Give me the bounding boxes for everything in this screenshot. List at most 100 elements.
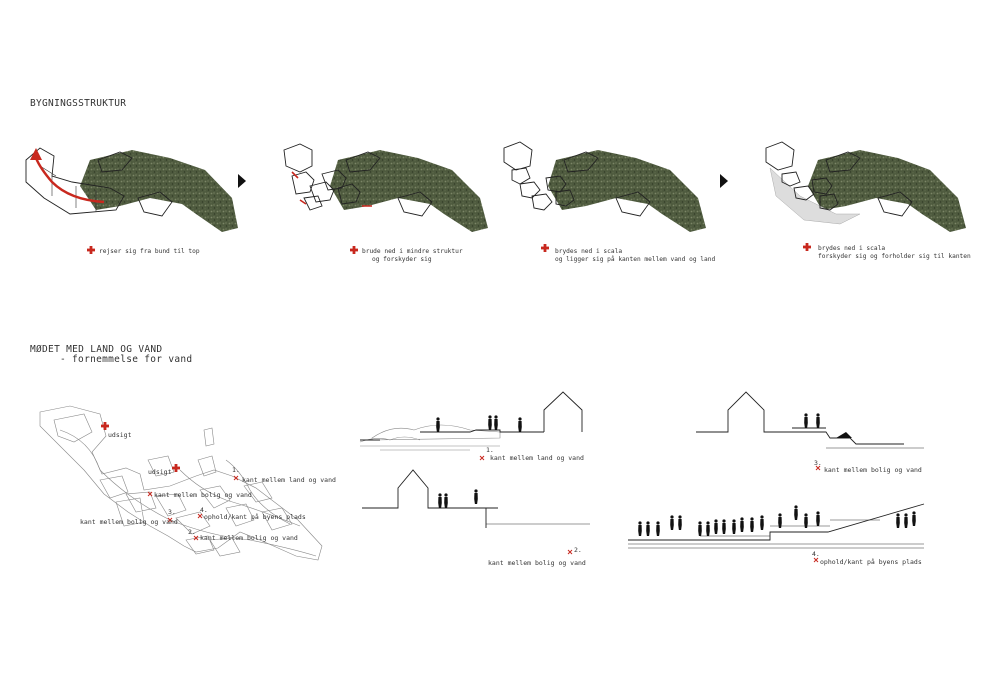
structure-step-3: brydes ned i scala og ligger sig på kant… (503, 141, 715, 263)
shift-arrow (291, 171, 372, 207)
person-figure (750, 517, 754, 532)
person-figure (518, 417, 522, 432)
house-outline (696, 391, 904, 445)
person-figure (474, 489, 478, 504)
person-figure (904, 513, 908, 528)
section-number: 2. (574, 546, 582, 554)
person-figure (494, 415, 498, 430)
structure-step-2: brude ned i mindre struktur og forskyder… (283, 143, 488, 263)
person-figure (438, 493, 442, 508)
plus-icon (803, 243, 811, 251)
person-figure (804, 413, 808, 428)
stair-profile (628, 503, 925, 541)
plus-icon (87, 246, 95, 254)
section-number: 1. (486, 446, 494, 454)
pavilion (615, 191, 651, 217)
section-number: 4. (812, 550, 820, 558)
map-number: 2. (188, 528, 196, 536)
person-figure (794, 505, 798, 520)
section-label: ophold/kant på byens plads (820, 557, 922, 566)
map-number: 4. (200, 506, 208, 514)
person-sitting (836, 432, 852, 438)
step-caption: rejser sig fra bund til top (99, 248, 200, 255)
rocks (359, 436, 421, 443)
person-figure (816, 511, 820, 526)
section-drawing-3: 3. kant mellem bolig og vand (696, 391, 924, 474)
step-caption: brydes ned i scala (818, 245, 885, 252)
step-caption: forskyder sig og forholder sig til kante… (818, 253, 971, 260)
person-figure (722, 519, 726, 534)
rise-arrow (34, 157, 105, 204)
section1-title: BYGNINGSSTRUKTUR (30, 98, 126, 109)
section-drawing-2: 2. kant mellem bolig og vand (362, 469, 590, 567)
plaza-edge (769, 167, 861, 225)
section2-title: MØDET MED LAND OG VAND (30, 344, 162, 355)
structure-step-4: brydes ned i scala forskyder sig og forh… (765, 141, 971, 260)
pavilion (397, 191, 433, 217)
site-map: udsigt udsigt 1. kant mellem land og van… (39, 405, 336, 561)
map-number: 1. (232, 466, 240, 474)
person-figure (896, 513, 900, 528)
map-label: ophold/kant på byens plads (204, 512, 306, 521)
site-path (225, 459, 291, 525)
section-number: 3. (814, 459, 822, 467)
map-label: kant mellem land og vand (242, 476, 336, 484)
site-blocks (53, 413, 293, 557)
structure-step-1: rejser sig fra bund til top (25, 147, 238, 255)
step-caption: og ligger sig på kanten mellem vand og l… (555, 254, 715, 263)
marker-icon (813, 557, 819, 563)
house-outline (362, 469, 487, 528)
map-label: kant mellem bolig og vand (154, 491, 252, 499)
person-figure (678, 515, 682, 530)
person-figure (488, 415, 492, 430)
person-figure (638, 521, 642, 536)
building-cluster (283, 143, 361, 211)
section-label: kant mellem bolig og vand (824, 466, 922, 474)
map-label: udsigt (108, 431, 132, 439)
person-figure (740, 517, 744, 532)
pavilion (137, 191, 173, 217)
person-figure (670, 515, 674, 530)
person-figure (714, 519, 718, 534)
marker-icon (567, 549, 573, 555)
person-figure (698, 521, 702, 536)
plus-icon (541, 244, 549, 252)
water-line (360, 445, 500, 451)
pavilion (877, 191, 913, 217)
terrain (80, 150, 238, 232)
building-volume (25, 147, 125, 215)
building-volume (39, 165, 97, 212)
building-volume (97, 151, 133, 173)
person-figure (912, 511, 916, 526)
terrain (548, 150, 706, 232)
marker-icon (197, 513, 203, 519)
building-volume (345, 151, 381, 173)
rocks (371, 424, 501, 441)
marker-icon (233, 475, 239, 481)
person-figure (732, 519, 736, 534)
plus-icon (172, 464, 180, 472)
site-outline (39, 405, 323, 561)
building-cluster (765, 141, 839, 211)
person-figure (778, 513, 782, 528)
marker-icon (479, 455, 485, 461)
person-figure (706, 521, 710, 536)
person-figure (804, 513, 808, 528)
building-volume (563, 151, 599, 173)
map-label: kant mellem bolig og vand (80, 518, 178, 526)
play-arrow-icon (720, 174, 728, 188)
section-drawing-1: 1. kant mellem land og vand (359, 391, 584, 462)
person-figure (436, 417, 440, 432)
person-figure (816, 413, 820, 428)
rise-arrow-head (30, 148, 42, 160)
play-arrow-icon (238, 174, 246, 188)
map-label: kant mellem bolig og vand (200, 534, 298, 542)
ground-line (360, 429, 544, 441)
person-figure (646, 521, 650, 536)
map-label: udsigt (148, 468, 172, 476)
ground-line (628, 519, 924, 549)
step-caption: og forskyder sig (372, 256, 432, 263)
section-label: kant mellem bolig og vand (488, 559, 586, 567)
section-drawing-4: 4. ophold/kant på byens plads (628, 503, 925, 566)
